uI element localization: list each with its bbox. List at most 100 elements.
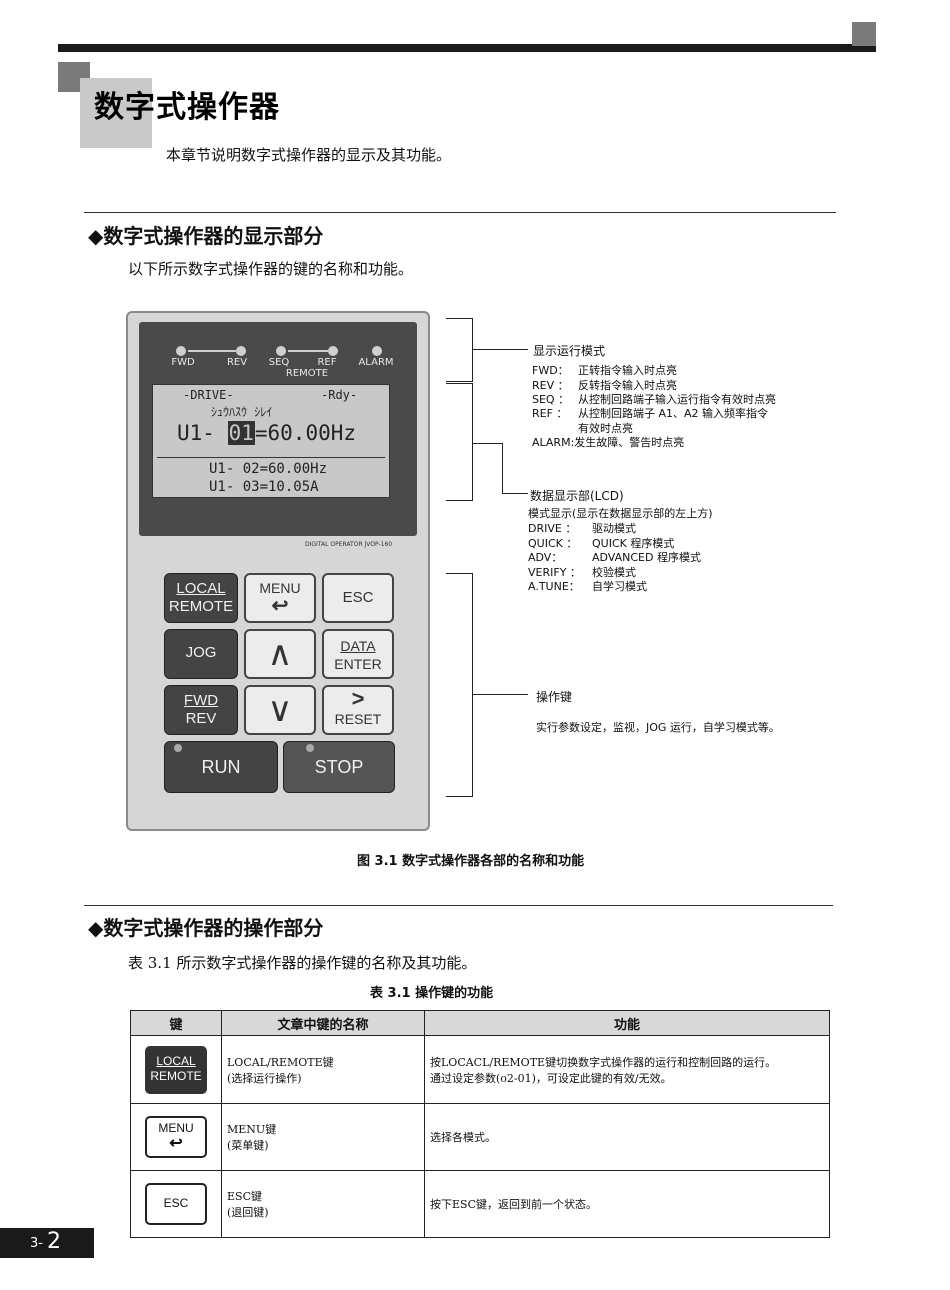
jog-key[interactable]: JOG <box>164 629 238 679</box>
fwd-rev-key[interactable]: FWD REV <box>164 685 238 735</box>
lcd-cursor: 01 <box>227 421 255 445</box>
function-text: 按下ESC键，返回到前一个状态。 <box>430 1198 597 1211</box>
rev-key-label: REV <box>185 710 217 727</box>
menu-return-icon: ↩ <box>271 595 289 617</box>
local-remote-key[interactable]: LOCAL REMOTE <box>164 573 238 623</box>
function-cell: 选择各模式。 <box>424 1103 830 1171</box>
stop-label: STOP <box>314 757 364 777</box>
col-key: 键 <box>130 1010 222 1036</box>
keys-callout-desc: 实行参数设定，监视，JOG 运行，自学习模式等。 <box>536 721 780 734</box>
lcd-status: -Rdy- <box>321 388 358 402</box>
lcd-row-key: QUICK ： <box>528 537 578 550</box>
function-text: 按LOCACL/REMOTE键切换数字式操作器的运行和控制回路的运行。 <box>430 1055 777 1069</box>
lcd-row-key: DRIVE ： <box>528 522 577 535</box>
table-caption: 表 3.1 操作键的功能 <box>370 986 494 1001</box>
table-row: ESC ESC键 (退回键) 按下ESC键，返回到前一个状态。 <box>130 1170 830 1238</box>
keys-bracket <box>446 573 473 797</box>
lcd-divider <box>157 457 385 458</box>
col-function: 功能 <box>424 1010 830 1036</box>
menu-label: MENU <box>259 580 301 596</box>
lcd-callout-subtitle: 模式显示(显示在数据显示部的左上方) <box>528 507 713 520</box>
lcd-row-key: A.TUNE： <box>528 580 580 593</box>
key-icon-line: ESC <box>163 1196 189 1210</box>
model-label: DIGITAL OPERATOR JVOP-160 <box>305 541 393 548</box>
lcd-katakana: ｼｭｳﾊｽｳ ｼﾚｲ <box>211 405 273 419</box>
figure-caption: 图 3.1 数字式操作器各部的名称和功能 <box>357 854 585 869</box>
key-cell: MENU ↩ <box>130 1103 222 1171</box>
ref-label: REF <box>317 357 337 368</box>
mode-bracket <box>446 318 473 382</box>
seq-label: SEQ <box>268 357 290 368</box>
esc-label: ESC <box>342 589 374 606</box>
stop-key[interactable]: STOP <box>283 741 395 793</box>
lcd-row-desc: 驱动模式 <box>592 522 636 535</box>
section-subtitle-operation: 表 3.1 所示数字式操作器的操作键的名称及其功能。 <box>128 954 477 972</box>
esc-key[interactable]: ESC <box>322 573 394 623</box>
lcd-mode: -DRIVE- <box>183 388 234 402</box>
name-cell: MENU键 (菜单键) <box>221 1103 425 1171</box>
stop-led <box>306 744 314 752</box>
mode-row-desc: 从控制回路端子输入运行指令有效时点亮 <box>578 393 776 406</box>
enter-label: ENTER <box>334 656 382 672</box>
section-subtitle-display: 以下所示数字式操作器的键的名称和功能。 <box>128 260 414 278</box>
run-label: RUN <box>201 757 241 777</box>
led-link <box>288 350 328 352</box>
lcd-line-3: U1- 03=10.05A <box>209 479 319 495</box>
section-title-display: ◆数字式操作器的显示部分 <box>88 224 324 248</box>
up-key[interactable]: ∧ <box>244 629 316 679</box>
col-name: 文章中键的名称 <box>221 1010 425 1036</box>
ref-led <box>328 346 338 356</box>
up-arrow-icon: ∧ <box>267 635 293 673</box>
header-rule <box>58 44 876 52</box>
indicator-row: FWD REV SEQ REF ALARM REMOTE <box>150 342 410 382</box>
key-icon-line: MENU <box>158 1121 194 1135</box>
chapter-intro: 本章节说明数字式操作器的显示及其功能。 <box>166 146 452 164</box>
alarm-led <box>372 346 382 356</box>
return-arrow-icon: ↩ <box>169 1135 183 1152</box>
mode-row-desc: 正转指令输入时点亮 <box>578 364 677 377</box>
lcd-leader-c <box>502 493 528 494</box>
lcd-display: -DRIVE- -Rdy- ｼｭｳﾊｽｳ ｼﾚｲ U1- 01=60.00Hz … <box>152 384 390 498</box>
page-number: 3- 2 <box>0 1228 94 1258</box>
key-icon-line: REMOTE <box>150 1068 202 1083</box>
reset-label: RESET <box>334 711 382 727</box>
key-name: LOCAL/REMOTE键 <box>227 1055 334 1069</box>
local-label: LOCAL <box>176 580 226 597</box>
mode-row-key: FWD： <box>532 364 569 377</box>
local-remote-key-icon: LOCAL REMOTE <box>145 1045 207 1094</box>
function-cell: 按下ESC键，返回到前一个状态。 <box>424 1170 830 1238</box>
keys-callout-title: 操作键 <box>536 690 573 704</box>
mode-row-key: SEQ ： <box>532 393 570 406</box>
lcd-main-value: =60.00Hz <box>254 421 357 445</box>
lcd-leader-b <box>502 443 503 493</box>
remote-label: REMOTE <box>285 368 329 379</box>
lcd-leader-a <box>472 443 502 444</box>
mode-row-key: REF ： <box>532 407 568 420</box>
lcd-main-prefix: U1- <box>177 421 228 445</box>
lcd-row-desc: QUICK 程序模式 <box>592 537 675 550</box>
mode-leader <box>472 349 528 350</box>
table-row: MENU ↩ MENU键 (菜单键) 选择各模式。 <box>130 1103 830 1171</box>
menu-key[interactable]: MENU ↩ <box>244 573 316 623</box>
down-key[interactable]: ∨ <box>244 685 316 735</box>
key-name: MENU键 <box>227 1123 277 1136</box>
data-enter-key[interactable]: DATA ENTER <box>322 629 394 679</box>
section-rule <box>84 905 833 906</box>
fwd-label: FWD <box>171 357 195 368</box>
jog-label: JOG <box>185 644 217 661</box>
lcd-row-desc: ADVANCED 程序模式 <box>592 551 701 564</box>
key-name: ESC键 <box>227 1190 262 1203</box>
shift-reset-key[interactable]: > RESET <box>322 685 394 735</box>
down-arrow-icon: ∨ <box>267 691 293 729</box>
mode-alarm-row: ALARM:发生故障、警告时点亮 <box>532 436 685 449</box>
table-row: LOCAL REMOTE LOCAL/REMOTE键 (选择运行操作) 按LOC… <box>130 1035 830 1104</box>
title-marker-light <box>80 78 152 148</box>
name-cell: ESC键 (退回键) <box>221 1170 425 1238</box>
lcd-row-desc: 校验模式 <box>592 566 636 579</box>
alarm-label: ALARM <box>358 357 394 368</box>
lcd-callout-title: 数据显示部(LCD) <box>530 489 624 503</box>
keys-leader <box>472 694 528 695</box>
key-cell: ESC <box>130 1170 222 1238</box>
run-key[interactable]: RUN <box>164 741 278 793</box>
shift-arrow-icon: > <box>351 686 365 711</box>
